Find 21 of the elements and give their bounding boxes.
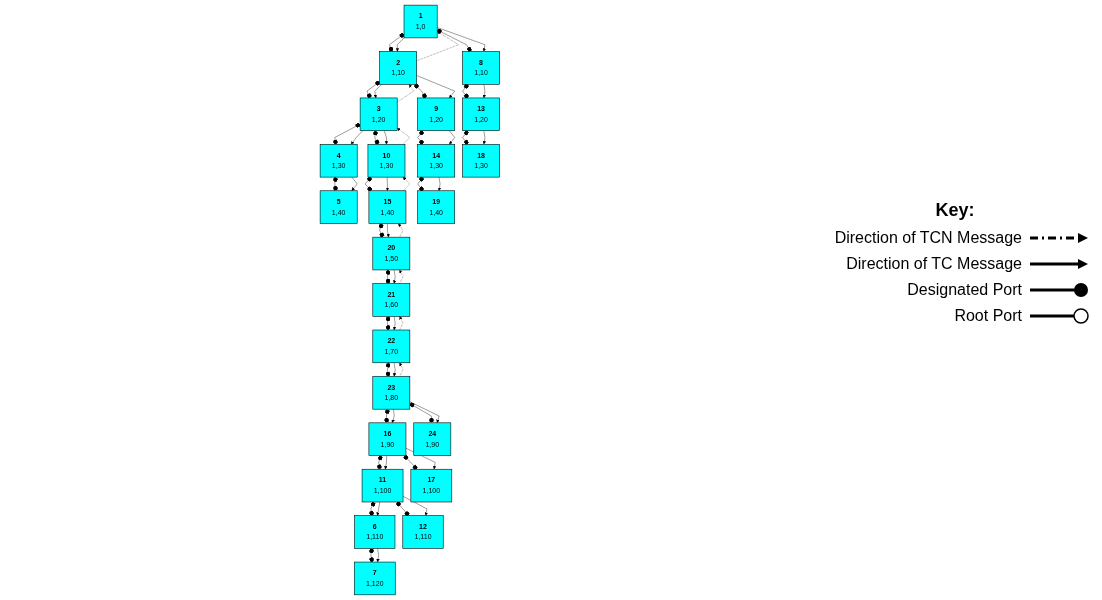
connector: [385, 362, 391, 377]
legend-text: Designated Port: [907, 281, 1022, 299]
legend-text: Direction of TC Message: [846, 255, 1022, 273]
connector: [384, 409, 390, 424]
connector: [333, 176, 338, 191]
connector: [378, 223, 385, 238]
legend-text: Root Port: [954, 307, 1022, 325]
legend-text: Direction of TCN Message: [834, 229, 1022, 247]
connector: [417, 130, 424, 145]
connector: [417, 176, 424, 192]
connector: [377, 455, 383, 470]
connector: [385, 269, 391, 284]
connector: [388, 33, 405, 52]
connector: [369, 501, 376, 516]
connector: [385, 316, 391, 331]
connector: [369, 548, 375, 563]
connector: [414, 83, 427, 99]
legend-heading: Key:: [934, 200, 976, 221]
connector: [462, 84, 469, 99]
connector: [373, 130, 380, 145]
connector: [462, 130, 469, 145]
